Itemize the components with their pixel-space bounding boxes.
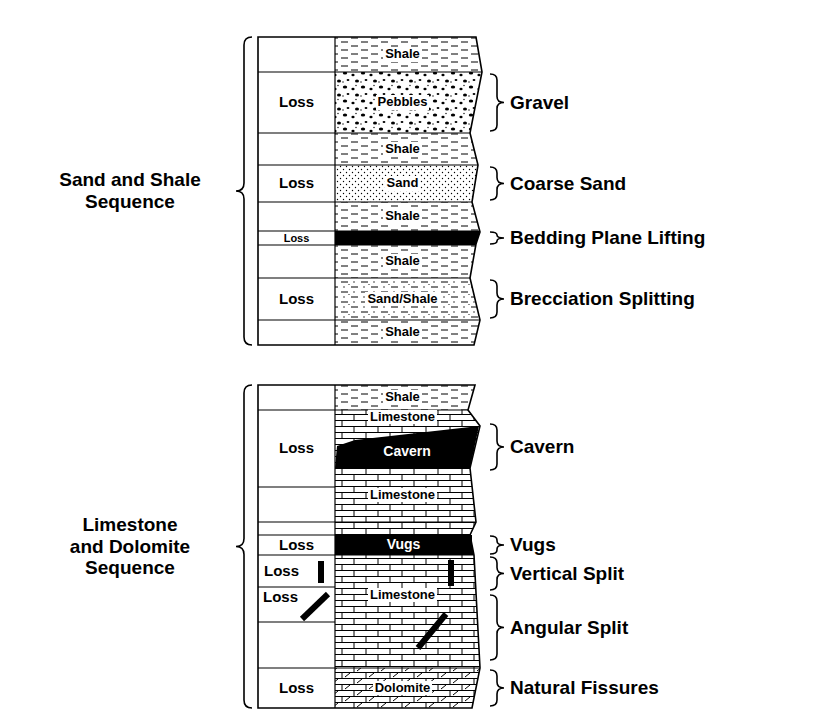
- cell-text: Shale: [383, 390, 422, 404]
- lithology-cell: Sand: [335, 165, 470, 202]
- sequence-label: Limestone and Dolomite Sequence: [70, 514, 191, 580]
- lithology-cell: Dolomite: [335, 668, 470, 708]
- bracket-label: Natural Fissures: [510, 677, 659, 699]
- cell-text: Loss: [279, 680, 314, 697]
- loss-cell: Loss: [258, 535, 335, 555]
- cell-text: Shale: [383, 142, 422, 156]
- cavern-shape: Cavern: [335, 426, 479, 468]
- lithology-cell: Shale: [335, 245, 470, 278]
- cell-text: Shale: [383, 254, 422, 268]
- bracket-label: Coarse Sand: [510, 173, 626, 195]
- cavern-fill: [335, 426, 479, 468]
- cell-text: Shale: [383, 325, 422, 339]
- bracket-label: Angular Split: [510, 617, 628, 639]
- loss-cell: Loss: [258, 72, 335, 133]
- column-outline: [258, 37, 482, 345]
- bracket-label: Cavern: [510, 436, 574, 458]
- brackets: [236, 37, 504, 708]
- cell-text: Loss: [284, 233, 310, 244]
- limestone-dolomite-column: [258, 385, 500, 708]
- lithology-cell: Pebbles: [335, 72, 470, 133]
- lithology-cell: Shale: [335, 320, 470, 345]
- sand-shale-column: [258, 37, 500, 345]
- cell-text: Loss: [263, 589, 298, 606]
- cell-text: Pebbles: [376, 95, 430, 109]
- cell-text: Loss: [264, 563, 299, 580]
- cell-text: Vugs: [387, 537, 421, 552]
- cell-text: Cavern: [383, 444, 430, 459]
- lithology-cell: Shale: [335, 385, 470, 410]
- loss-cell: Loss: [258, 165, 335, 202]
- lithology-cell: Shale: [335, 37, 470, 72]
- cell-text: Loss: [279, 175, 314, 192]
- cell-text: Limestone: [368, 588, 437, 602]
- cell-text: Loss: [279, 537, 314, 554]
- cell-text: Loss: [279, 94, 314, 111]
- bracket-label: Gravel: [510, 92, 569, 114]
- cell-text: Limestone: [368, 488, 437, 502]
- lithology-cell: Sand/Shale: [335, 278, 470, 320]
- sequence-label: Sand and Shale Sequence: [59, 169, 201, 213]
- cell-text: Shale: [383, 47, 422, 61]
- vugs-band: Vugs: [335, 535, 472, 555]
- loss-cell: Loss: [258, 231, 335, 245]
- bracket-label: Bedding Plane Lifting: [510, 227, 705, 249]
- cell-text: Sand: [385, 176, 421, 190]
- column-outline: [258, 385, 480, 708]
- lithology-cell: Shale: [335, 202, 470, 231]
- cell-text: Loss: [279, 291, 314, 308]
- cell-text: Dolomite: [373, 681, 433, 695]
- cell-text: Limestone: [368, 410, 437, 424]
- cell-text: Shale: [383, 209, 422, 223]
- loss-cell: Loss: [258, 587, 335, 622]
- loss-cell: Loss: [258, 278, 335, 320]
- loss-cell: Loss: [258, 555, 335, 587]
- bracket-label: Vertical Split: [510, 563, 624, 585]
- lithology-cell: Shale: [335, 133, 470, 165]
- cell-text: Sand/Shale: [365, 292, 439, 306]
- loss-cell: Loss: [258, 668, 335, 708]
- bracket-label: Vugs: [510, 534, 556, 556]
- bracket-label: Brecciation Splitting: [510, 288, 695, 310]
- loss-cell: Loss: [258, 410, 335, 487]
- lithology-cell: Limestone: [335, 555, 470, 668]
- cell-text: Loss: [279, 440, 314, 457]
- lithology-cell: LimestoneLimestoneCavern: [335, 410, 470, 522]
